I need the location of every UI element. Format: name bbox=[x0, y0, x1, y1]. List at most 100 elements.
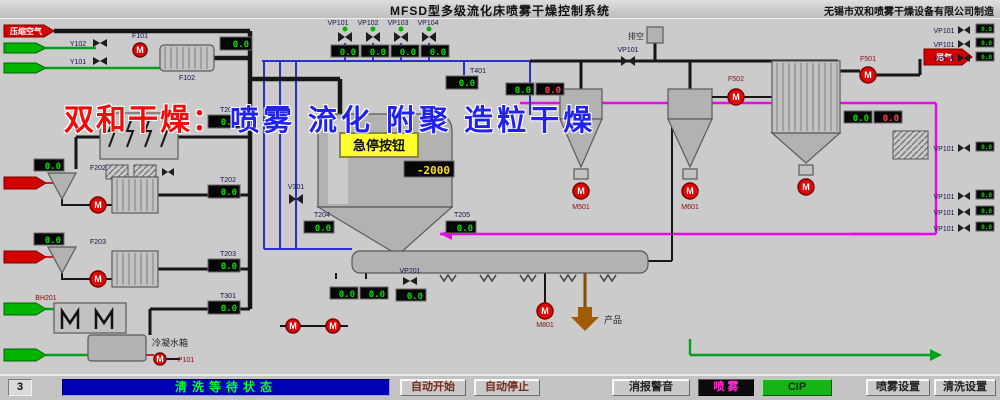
right-vp-row-3: VP101 0.0 bbox=[933, 51, 995, 63]
valve-vp102[interactable] bbox=[366, 26, 380, 43]
exhaust-stack: 排空 bbox=[628, 26, 664, 44]
svg-text:0.0: 0.0 bbox=[981, 224, 992, 231]
valve-vp201[interactable] bbox=[403, 277, 417, 285]
svg-text:0.0: 0.0 bbox=[221, 304, 237, 314]
tag-y101: Y101 bbox=[70, 59, 86, 66]
mute-alarm-button[interactable]: 消报警音 bbox=[612, 379, 690, 396]
display-t201: 0.0 bbox=[207, 114, 241, 129]
tag-m801: M801 bbox=[536, 322, 554, 329]
condensate-pump-box[interactable] bbox=[53, 302, 127, 334]
pump-bed-1[interactable]: M bbox=[285, 318, 301, 334]
pump-row-1[interactable]: M bbox=[89, 196, 107, 214]
valve-vp101[interactable] bbox=[338, 26, 352, 43]
svg-text:0.0: 0.0 bbox=[315, 224, 331, 234]
spray-settings-button[interactable]: 喷雾设置 bbox=[866, 379, 930, 396]
fan-f502[interactable]: M bbox=[727, 88, 745, 106]
pump-baghouse[interactable]: M bbox=[797, 178, 815, 196]
svg-text:M: M bbox=[686, 186, 694, 196]
tag-t203: T203 bbox=[220, 251, 236, 258]
right-vp-valve-5[interactable] bbox=[958, 192, 970, 200]
tag-vp101: VP101 bbox=[327, 20, 348, 27]
cyclone-1-rotary-valve[interactable] bbox=[573, 168, 589, 180]
pump-p101[interactable]: M bbox=[153, 352, 167, 366]
right-vp-row-5: VP101 0.0 bbox=[933, 189, 995, 201]
valve-y101[interactable] bbox=[93, 57, 107, 65]
condensate-tank[interactable] bbox=[87, 334, 147, 362]
air-heater-fins bbox=[162, 47, 212, 69]
electrostatic-filter[interactable] bbox=[99, 112, 179, 180]
display-t203: 0.0 bbox=[207, 258, 241, 273]
fluid-bed-body[interactable] bbox=[351, 250, 649, 274]
fan-f501[interactable]: M bbox=[859, 66, 877, 84]
tag-f203: F203 bbox=[90, 239, 106, 246]
valve-vp103[interactable] bbox=[394, 26, 408, 43]
tag-y102: Y102 bbox=[70, 41, 86, 48]
product-arrow bbox=[571, 307, 599, 331]
condensate-station: BH201 冷凝水箱 M P101 bbox=[35, 295, 194, 366]
tag-v301: V301 bbox=[288, 184, 304, 191]
pump-bed-2[interactable]: M bbox=[325, 318, 341, 334]
tag-vp102: VP102 bbox=[357, 20, 378, 27]
tag-t202: T202 bbox=[220, 177, 236, 184]
tag-vp103: VP103 bbox=[387, 20, 408, 27]
right-vp-valve-3[interactable] bbox=[958, 54, 970, 62]
svg-text:VP101: VP101 bbox=[933, 194, 954, 201]
cyclone-2-rotary-valve[interactable] bbox=[682, 168, 698, 180]
svg-text:0.0: 0.0 bbox=[45, 236, 61, 246]
display-t202: 0.0 bbox=[207, 184, 241, 199]
svg-text:0.0: 0.0 bbox=[400, 48, 416, 58]
valve-vp104[interactable] bbox=[422, 26, 436, 43]
svg-text:-2000: -2000 bbox=[417, 164, 450, 177]
right-vp-valve-6[interactable] bbox=[958, 208, 970, 216]
filter-valve[interactable] bbox=[162, 168, 174, 176]
auto-stop-button[interactable]: 自动停止 bbox=[474, 379, 540, 396]
tag-f202: F202 bbox=[90, 165, 106, 172]
baghouse-rotary-valve[interactable] bbox=[798, 164, 814, 176]
valve-manifold-vp101[interactable] bbox=[621, 56, 635, 66]
right-vp-valve-2[interactable] bbox=[958, 40, 970, 48]
right-vp-valve-4[interactable] bbox=[958, 144, 970, 152]
svg-text:0.0: 0.0 bbox=[545, 86, 561, 96]
spray-button[interactable]: 喷 雾 bbox=[698, 379, 754, 396]
tag-vp104: VP104 bbox=[417, 20, 438, 27]
pump-m601[interactable]: M bbox=[681, 182, 699, 200]
clean-settings-button[interactable]: 清洗设置 bbox=[934, 379, 996, 396]
auto-start-button[interactable]: 自动开始 bbox=[400, 379, 466, 396]
title-bar: MFSD型多级流化床喷雾干燥控制系统 无锡市双和喷雾干燥设备有限公司制造 bbox=[0, 0, 1000, 19]
svg-text:0.0: 0.0 bbox=[981, 144, 992, 151]
pump-m501[interactable]: M bbox=[572, 182, 590, 200]
display-f203: 0.0 bbox=[33, 232, 65, 246]
cyclone-1: M M501 0.0 0.0 bbox=[505, 82, 603, 211]
status-bar: 清洗等待状态 bbox=[62, 379, 390, 396]
manufacturer-label: 无锡市双和喷雾干燥设备有限公司制造 bbox=[824, 7, 994, 18]
cyclone-2-cone bbox=[667, 118, 713, 169]
valve-y102[interactable] bbox=[93, 39, 107, 47]
svg-text:0.0: 0.0 bbox=[430, 48, 446, 58]
right-vp-row-2: VP101 0.0 bbox=[933, 37, 995, 49]
svg-text:0.0: 0.0 bbox=[981, 54, 992, 61]
inlet-arrows: 压缩空气 bbox=[3, 24, 55, 362]
svg-text:M: M bbox=[156, 354, 164, 364]
cyclone-2-body[interactable] bbox=[667, 88, 713, 120]
right-vp-valve-7[interactable] bbox=[958, 224, 970, 232]
inlet-fan[interactable]: M bbox=[132, 42, 148, 58]
svg-text:急停按钮: 急停按钮 bbox=[353, 138, 405, 153]
baghouse-filter: M 0.0 0.0 bbox=[770, 60, 929, 196]
cyclone-1-body[interactable] bbox=[559, 88, 603, 120]
pump-row-2[interactable]: M bbox=[89, 270, 107, 288]
svg-text:0.0: 0.0 bbox=[339, 290, 355, 300]
svg-text:VP101: VP101 bbox=[933, 42, 954, 49]
tag-manifold-vp101: VP101 bbox=[617, 47, 638, 54]
tag-t201: T201 bbox=[220, 107, 236, 114]
pump-m-glyph-2 bbox=[94, 306, 114, 329]
display-air-heater: 0.0 bbox=[219, 36, 253, 51]
tag-f101: F101 bbox=[132, 33, 148, 40]
condensate-tank-label: 冷凝水箱 bbox=[152, 337, 188, 348]
estop-button[interactable]: 急停按钮 bbox=[339, 132, 419, 158]
svg-text:M: M bbox=[577, 186, 585, 196]
pump-m801[interactable]: M bbox=[536, 302, 554, 320]
display-vp102: 0.0 bbox=[360, 44, 390, 58]
valve-v301[interactable] bbox=[289, 194, 303, 204]
right-vp-valve-1[interactable] bbox=[958, 26, 970, 34]
cip-button[interactable]: CIP bbox=[762, 379, 832, 396]
